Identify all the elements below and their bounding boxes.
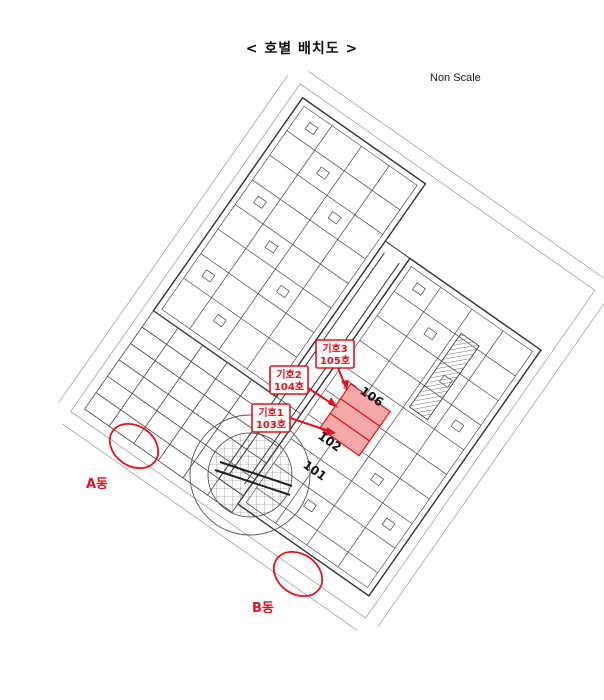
callout-3-line2: 105호: [320, 354, 350, 367]
circular-plaza: [189, 414, 311, 536]
scale-note: Non Scale: [430, 72, 481, 84]
b-building-marker: [272, 550, 324, 598]
wing-b-rooms: [256, 282, 516, 574]
callout-1-line2: 103호: [256, 418, 286, 431]
building-a-label: A동: [86, 477, 108, 492]
page-title: < 호별 배치도 >: [245, 41, 359, 57]
callout-2-line2: 104호: [274, 380, 304, 393]
callout-2-line1: 기호2: [276, 368, 301, 381]
wing-a-rooms: [183, 121, 401, 370]
callout-2: 기호2 104호: [269, 365, 338, 408]
highlighted-units: [319, 383, 391, 457]
hatched-core: [408, 332, 480, 421]
callout-1-line1: 기호1: [258, 406, 283, 419]
building-b-label: B동: [252, 601, 274, 616]
a-building-marker: [108, 422, 160, 470]
unit-103-highlight: [319, 412, 371, 457]
callout-1: 기호1 103호: [251, 403, 336, 436]
callout-3: 기호3 105호: [315, 339, 355, 390]
rotated-building-plan: [58, 71, 604, 631]
callout-3-line1: 기호3: [322, 342, 347, 355]
